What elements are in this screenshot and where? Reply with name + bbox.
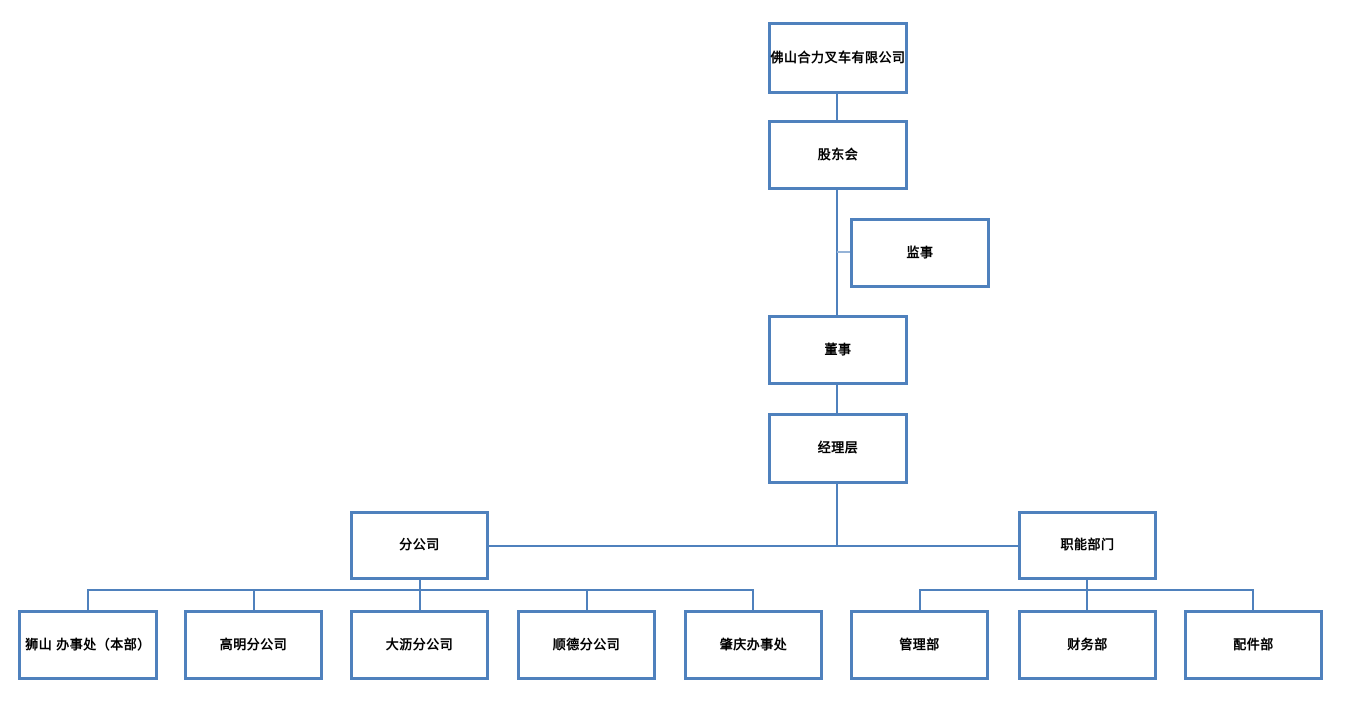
connector-line (88, 589, 754, 591)
org-node-management-dept: 管理部 (850, 610, 989, 680)
org-node-label-functional: 职能部门 (1060, 537, 1115, 553)
org-node-shareholders: 股东会 (768, 120, 908, 190)
org-node-label-finance-dept: 财务部 (1067, 636, 1108, 652)
org-node-gaoming: 高明分公司 (184, 610, 323, 680)
connector-line (837, 251, 850, 253)
org-node-label-parts-dept: 配件部 (1233, 636, 1274, 652)
org-node-label-director: 董事 (824, 341, 852, 357)
org-node-dali: 大沥分公司 (350, 610, 489, 680)
org-node-label-shareholders: 股东会 (817, 146, 859, 162)
connector-line (836, 94, 838, 120)
org-node-company: 佛山合力叉车有限公司 (768, 22, 908, 94)
org-node-zhaoqing: 肇庆办事处 (684, 610, 823, 680)
connector-line (87, 589, 89, 610)
org-node-shishan: 狮山 办事处（本部） (18, 610, 158, 680)
org-node-label-company: 佛山合力叉车有限公司 (770, 49, 906, 65)
org-node-label-zhaoqing: 肇庆办事处 (719, 636, 788, 652)
org-node-label-branch: 分公司 (399, 537, 440, 553)
org-node-supervisor: 监事 (850, 218, 990, 288)
org-node-finance-dept: 财务部 (1018, 610, 1157, 680)
connector-line (419, 589, 421, 610)
connector-line (489, 545, 1018, 547)
org-node-shunde: 顺德分公司 (517, 610, 656, 680)
org-node-parts-dept: 配件部 (1184, 610, 1323, 680)
org-node-management: 经理层 (768, 413, 908, 484)
org-node-director: 董事 (768, 315, 908, 385)
connector-line (419, 580, 421, 591)
org-node-label-management-dept: 管理部 (899, 636, 940, 652)
org-node-label-dali: 大沥分公司 (385, 636, 454, 652)
org-node-branch: 分公司 (350, 511, 489, 580)
connector-line (752, 589, 754, 610)
connector-line (1086, 580, 1088, 591)
connector-line (836, 385, 838, 413)
connector-line (586, 589, 588, 610)
org-node-label-supervisor: 监事 (906, 244, 934, 260)
org-node-label-management: 经理层 (817, 440, 859, 456)
connector-line (1252, 589, 1254, 610)
org-node-label-gaoming: 高明分公司 (219, 636, 288, 652)
connector-line (253, 589, 255, 610)
org-node-label-shishan: 狮山 办事处（本部） (25, 636, 151, 652)
connector-line (1086, 589, 1088, 610)
connector-line (919, 589, 921, 610)
org-node-label-shunde: 顺德分公司 (552, 636, 621, 652)
org-node-functional: 职能部门 (1018, 511, 1157, 580)
connector-line (836, 484, 838, 546)
